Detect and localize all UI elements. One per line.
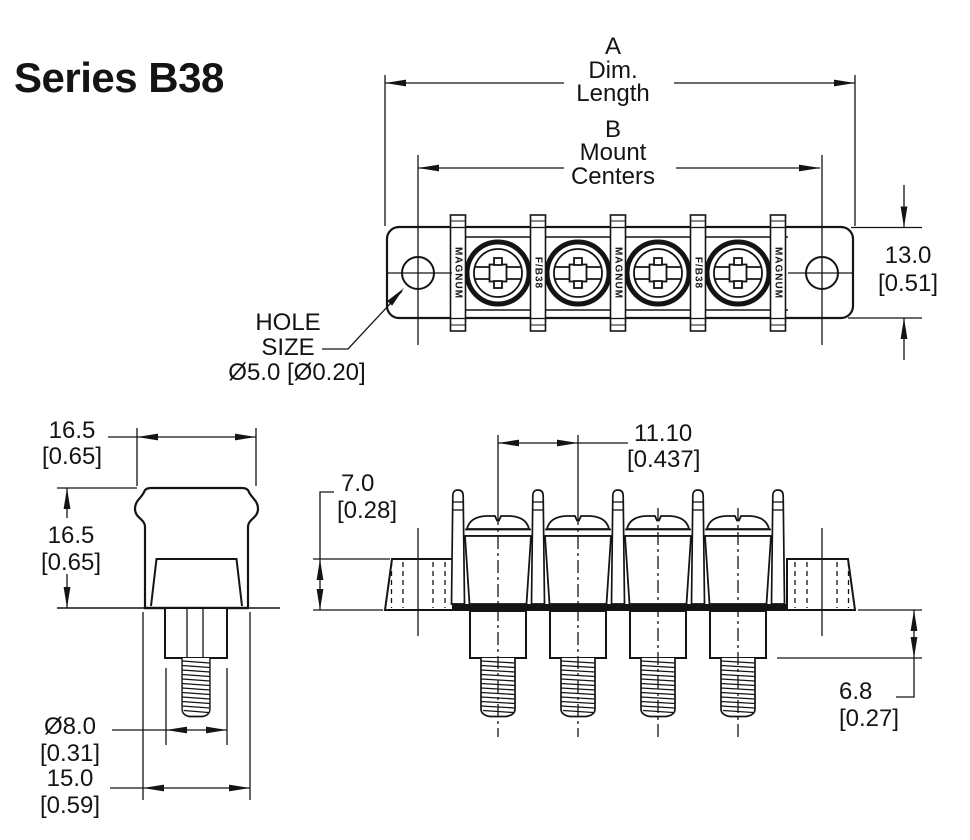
dim-w165-mm: 16.5 [49, 417, 96, 444]
molded-label: MAGNUM [453, 247, 464, 299]
molded-label: MAGNUM [773, 247, 784, 299]
base-strip [452, 604, 788, 610]
dim-mount-centers: B Mount Centers [418, 116, 820, 190]
dim-body-width: 13.0 [0.51] [848, 185, 938, 360]
molded-label: MAGNUM [613, 247, 624, 299]
hole-callout-line1: HOLE [255, 309, 320, 336]
dim-w165-inch: [0.65] [42, 443, 102, 470]
dim-h165-mm: 16.5 [48, 522, 95, 549]
dim-w15-mm: 15.0 [47, 765, 94, 792]
dim-terminal-centers: 11.10 [0.437] [498, 420, 700, 473]
dim-c11-inch: [0.437] [627, 446, 700, 473]
screw-body-hidden-side [150, 558, 243, 607]
dim-a-line3: Length [576, 80, 649, 107]
dim-h165-inch: [0.65] [41, 549, 101, 576]
side-view: 16.5 [0.65] 16.5 [0.65] Ø8.0 [0.31] [40, 417, 280, 819]
dim-h68-inch: [0.27] [839, 705, 899, 732]
dim-b-line3: Centers [571, 163, 655, 190]
hole-callout-line3: Ø5.0 [Ø0.20] [228, 359, 365, 386]
hole-callout-line2: SIZE [261, 334, 314, 361]
dim-h7-mm: 7.0 [341, 470, 374, 497]
dim-flange-height: 7.0 [0.28] [313, 470, 397, 611]
dim-base-width: 15.0 [0.59] [40, 612, 251, 819]
hole-size-callout: HOLE SIZE Ø5.0 [Ø0.20] [228, 285, 407, 386]
dim-stud-standoff-length: 6.8 [0.27] [777, 609, 922, 732]
dim-w15-inch: [0.59] [40, 792, 100, 819]
page-title: Series B38 [14, 54, 224, 101]
dim-b-line2: Mount [580, 139, 647, 166]
top-view: MAGNUM F/B38 MAGNUM F/B38 MAGNUM A Dim. … [228, 33, 938, 386]
dim-a-line1: A [605, 33, 621, 60]
dim-stud-diameter: Ø8.0 [0.31] [40, 668, 228, 767]
dim-a-line2: Dim. [588, 57, 637, 84]
front-view: 7.0 [0.28] 11.10 [0.437] 6.8 [0.27] [313, 420, 922, 737]
barrier-profile-side [133, 486, 260, 610]
dim-d8-inch: [0.31] [40, 740, 100, 767]
dim-b-line1: B [605, 116, 621, 143]
dim-h7-inch: [0.28] [337, 497, 397, 524]
dim-c11-mm: 11.10 [634, 420, 692, 447]
dim-d8-mm: Ø8.0 [44, 713, 96, 740]
dim-h68-mm: 6.8 [839, 678, 872, 705]
stud-standoff-side [164, 607, 228, 659]
dim-cap-height: 16.5 [0.65] [40, 487, 137, 608]
dim-overall-length: A Dim. Length [384, 33, 856, 226]
molded-label: F/B38 [693, 257, 704, 289]
molded-label: F/B38 [533, 257, 544, 289]
dim-13-mm: 13.0 [885, 242, 932, 269]
dim-cap-width: 16.5 [0.65] [42, 417, 257, 486]
dim-13-inch: [0.51] [878, 270, 938, 297]
